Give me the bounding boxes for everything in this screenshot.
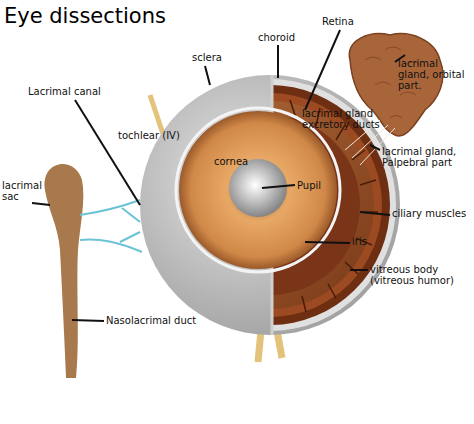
part-label: choroid — [258, 32, 318, 43]
part-label: cornea — [214, 156, 274, 167]
part-label: tochlear (IV) — [118, 130, 198, 141]
part-label: Lacrimal canal — [28, 86, 118, 97]
leader-lines — [32, 30, 405, 321]
pupil-shape — [229, 159, 287, 217]
part-label: iris — [352, 236, 392, 247]
part-label: vitreous body (vitreous humor) — [370, 264, 474, 286]
lacrimal-sac-shape — [45, 164, 84, 378]
part-label: lacrimal gland excretory ducts — [302, 108, 380, 130]
diagram-title: Eye dissections — [4, 4, 166, 28]
part-label: lacrimal gland, Palpebral part — [382, 146, 472, 168]
part-label: sclera — [192, 52, 252, 63]
sclera-shape — [140, 75, 400, 335]
part-label: Pupil — [297, 180, 347, 191]
part-label: Nasolacrimal duct — [106, 315, 216, 326]
part-label: Retina — [322, 16, 382, 27]
part-label: ciliary muscles — [392, 208, 474, 219]
lacrimal-canal-shape — [80, 200, 140, 222]
part-label: lacrimal sac — [2, 180, 44, 202]
part-label: lacrimal gland, orbital part. — [398, 58, 472, 91]
